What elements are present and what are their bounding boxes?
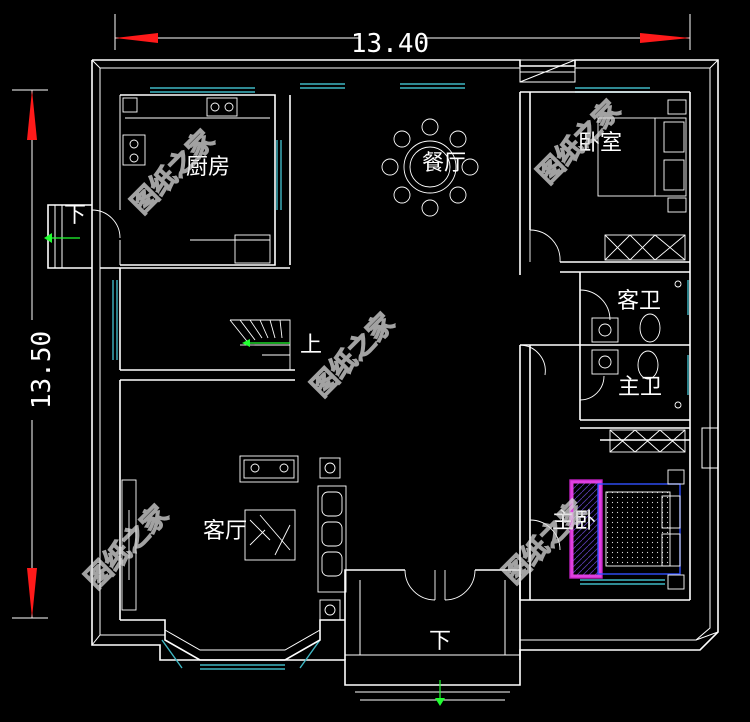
room-label-master-bath: 主卫	[618, 375, 662, 400]
room-label-master-bedroom: 主卧	[552, 509, 596, 534]
dimension-arrow-left	[115, 33, 158, 43]
width-dimension: 13.40	[114, 14, 691, 59]
dimension-arrow-top	[27, 90, 37, 140]
master-bed	[569, 469, 685, 590]
room-label-dining: 餐厅	[422, 151, 466, 176]
minor-structures	[519, 59, 719, 469]
living-furniture	[121, 455, 347, 621]
entry-steps: 下	[344, 629, 521, 706]
bedroom-furniture	[597, 99, 687, 261]
dimension-arrow-right	[640, 33, 690, 43]
side-entry: 下	[44, 203, 121, 269]
bathroom-fixtures	[579, 280, 686, 453]
entry-down-label: 下	[429, 629, 451, 654]
doors	[404, 229, 561, 601]
room-label-living: 客厅	[203, 519, 247, 544]
kitchen-fixtures	[122, 97, 271, 264]
height-label: 13.50	[27, 331, 57, 409]
dimension-arrow-bottom	[27, 568, 37, 618]
room-label-bedroom: 卧室	[578, 131, 622, 156]
room-labels: 厨房 餐厅 卧室 客卫 主卫 客厅 主卧	[186, 131, 662, 544]
staircase: 上	[229, 319, 322, 370]
width-label: 13.40	[351, 29, 429, 59]
windows	[112, 83, 689, 670]
dining-table	[381, 118, 479, 217]
room-label-guest-bath: 客卫	[617, 289, 661, 314]
watermark: 图纸之家	[79, 499, 174, 594]
stair-up-label: 上	[300, 333, 322, 358]
bay-window	[120, 619, 345, 661]
side-down-label: 下	[64, 203, 86, 228]
interior-walls	[100, 91, 691, 660]
room-label-kitchen: 厨房	[186, 155, 230, 180]
height-dimension: 13.50	[12, 89, 57, 619]
